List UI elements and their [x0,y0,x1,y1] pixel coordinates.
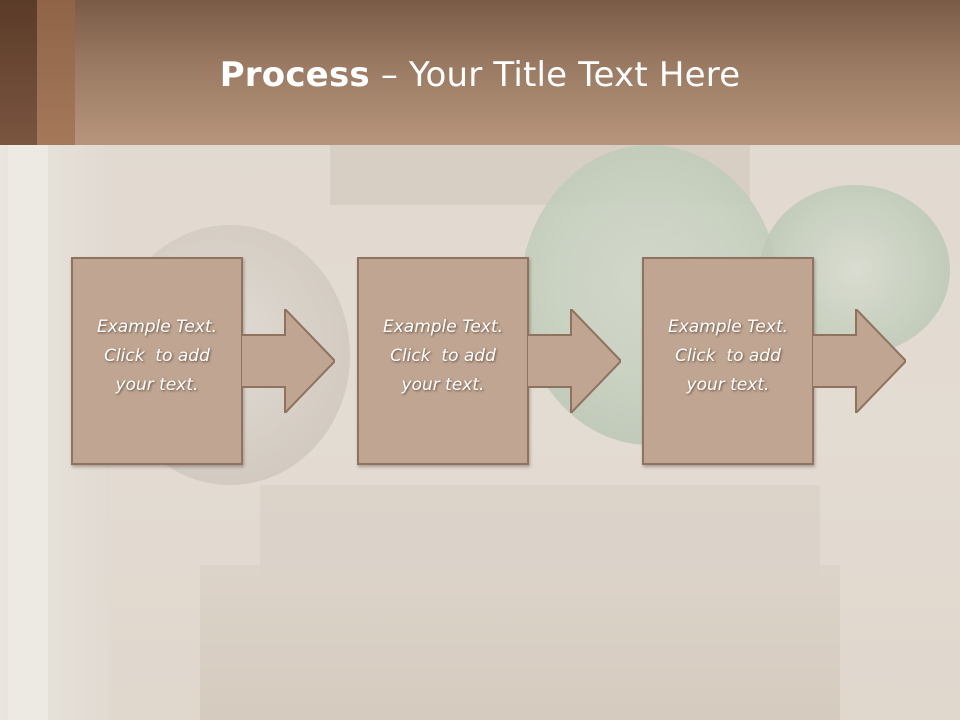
arrow-right-icon [527,309,621,413]
step-text-line3: your text. [115,375,199,395]
arrow-right-icon [812,309,906,413]
step-text-line2: Click to add [390,346,496,366]
process-step-1[interactable]: Example Text. Click to add your text. [71,257,341,465]
process-step-3[interactable]: Example Text. Click to add your text. [642,257,912,465]
step-text-line1: Example Text. [382,317,504,337]
step-text-line2: Click to add [104,346,210,366]
step-text-line2: Click to add [675,346,781,366]
header-accent-light [37,0,75,145]
header-accent-dark [0,0,37,145]
step-text[interactable]: Example Text. Click to add your text. [642,313,814,400]
step-box[interactable] [71,257,243,465]
step-text-line3: your text. [401,375,485,395]
photo-base [200,565,840,720]
arrow-right-icon [241,309,335,413]
header-band: Process – Your Title Text Here [0,0,960,145]
step-text[interactable]: Example Text. Click to add your text. [357,313,529,400]
step-text-line3: your text. [686,375,770,395]
slide-title[interactable]: Process – Your Title Text Here [0,52,960,98]
step-text-line1: Example Text. [667,317,789,337]
step-text-line1: Example Text. [96,317,218,337]
photo-pillar [8,145,48,720]
step-box[interactable] [357,257,529,465]
photo-platform [260,485,820,575]
process-step-2[interactable]: Example Text. Click to add your text. [357,257,627,465]
step-text[interactable]: Example Text. Click to add your text. [71,313,243,400]
step-box[interactable] [642,257,814,465]
title-bold: Process [219,55,370,95]
title-rest: – Your Title Text Here [369,55,741,95]
